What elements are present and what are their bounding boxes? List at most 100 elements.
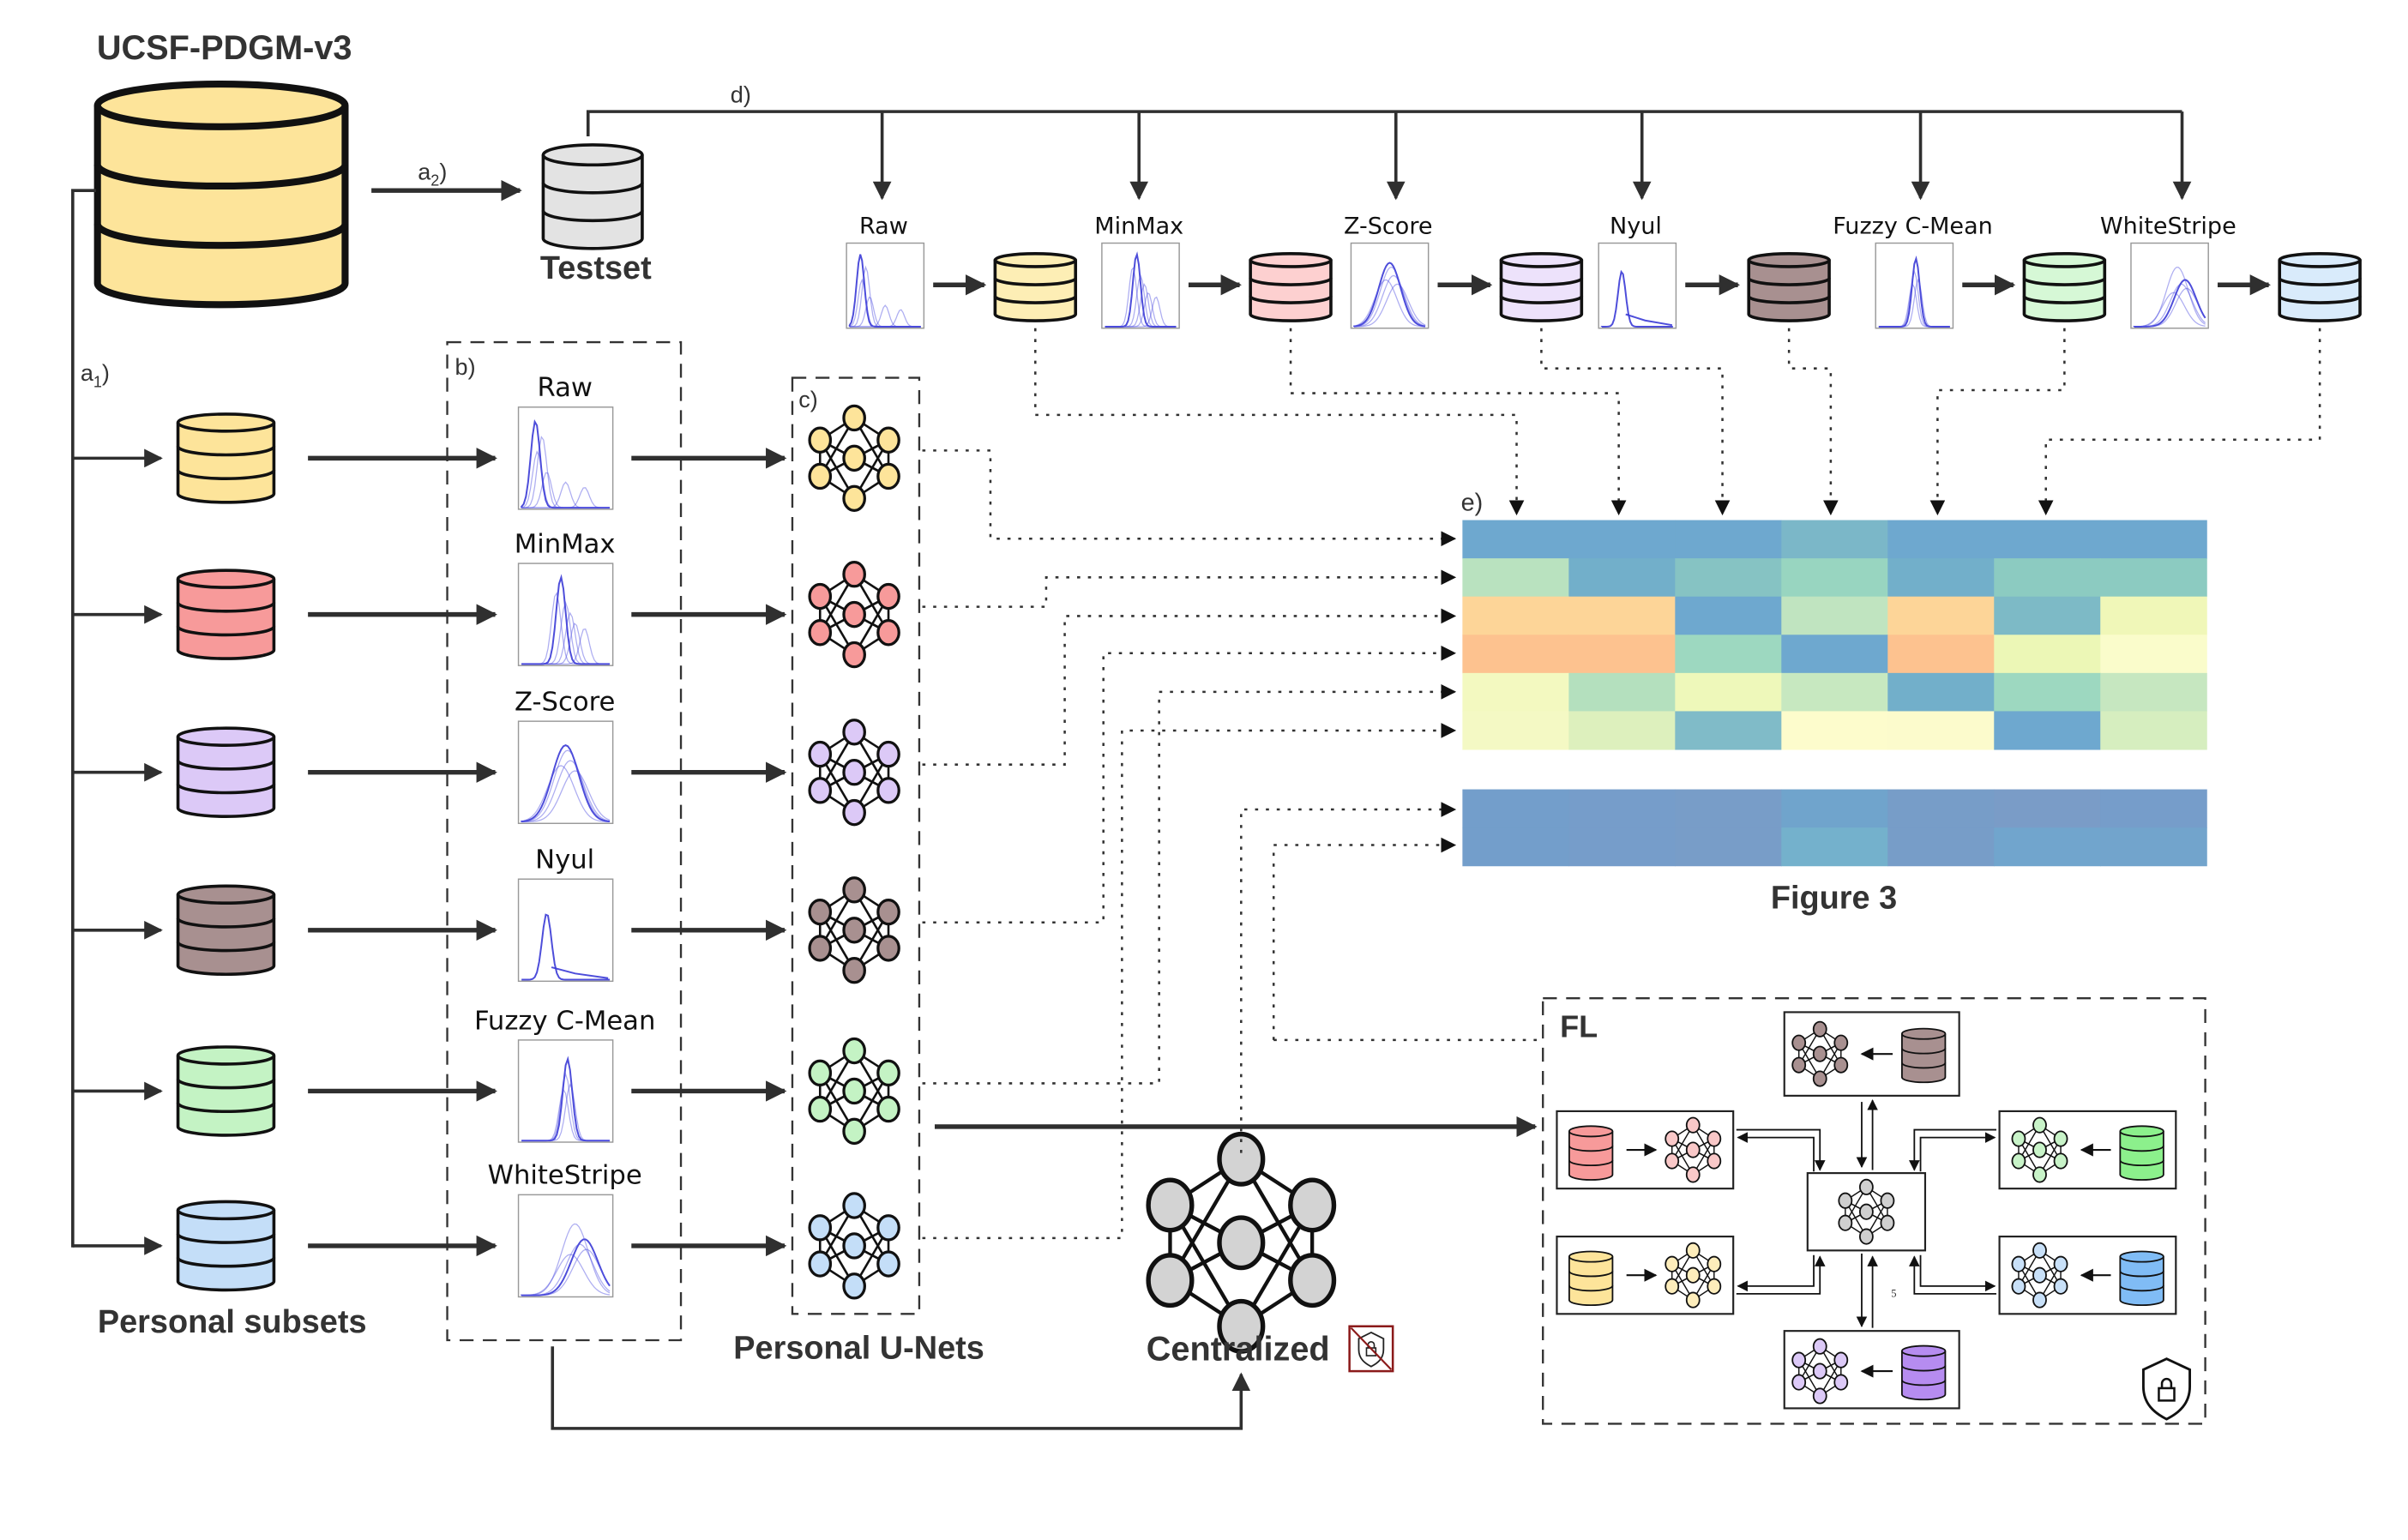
fl-client-network-icon (2011, 1116, 2068, 1183)
centralized-label: Centralized (1147, 1330, 1330, 1368)
personal-subset-database-icon (176, 1045, 276, 1137)
heatmap-cell (2100, 827, 2207, 867)
heatmap-cell (1568, 635, 1676, 674)
fl-client-network-icon (1791, 1338, 1849, 1405)
testset-label: Testset (540, 250, 652, 286)
personal-subset-database-icon (176, 568, 276, 660)
normalized-testset-database-icon (993, 251, 1078, 322)
dotted-connector (922, 723, 1457, 1240)
top-method-label: Nyul (1610, 214, 1662, 240)
fl-exchange-arrow (1736, 1255, 1826, 1295)
heatmap-cell (1675, 558, 1782, 598)
intensity-histogram-thumbnail (2130, 242, 2209, 329)
top-method-label: Raw (859, 214, 908, 240)
heatmap-cell (1781, 711, 1888, 750)
shield-lock-icon (2141, 1357, 2191, 1421)
dotted-connector (922, 449, 1457, 547)
normalized-testset-database-icon (2278, 251, 2362, 322)
heatmap-cell (1994, 711, 2101, 750)
intensity-histogram-thumbnail (1875, 242, 1954, 329)
heatmap-cell (1887, 635, 1995, 674)
fl-client-network-icon (1791, 1020, 1849, 1087)
heatmap-cell (1994, 827, 2101, 867)
centralized-unet-icon (1146, 1131, 1337, 1354)
normalized-testset-database-icon (1499, 251, 1584, 322)
personal-unet-icon (808, 561, 900, 669)
heatmap-cell (2100, 558, 2207, 598)
heatmap-cell (1462, 789, 1569, 828)
fl-client-database-icon (1900, 1344, 1947, 1401)
a1-trunk-line (71, 189, 96, 1248)
heatmap-central-fl (1462, 789, 2207, 867)
personal-subset-database-icon (176, 1200, 276, 1292)
heatmap-cell (1462, 635, 1569, 674)
personal-unet-icon (808, 1037, 900, 1146)
heatmap-cell (1994, 789, 2101, 828)
heatmap-cell (1781, 596, 1888, 635)
heatmap-cell (1994, 635, 2101, 674)
dotted-connector (1289, 328, 1627, 516)
heatmap-cell (1568, 711, 1676, 750)
intensity-histogram-thumbnail (517, 878, 614, 983)
heatmap-cell (1887, 827, 1995, 867)
normalized-testset-database-icon (1249, 251, 1333, 322)
personal-unet-icon (808, 719, 900, 827)
norm-method-label: WhiteStripe (488, 1161, 642, 1191)
heatmap-cell (1462, 711, 1569, 750)
figure-ref-label: Figure 3 (1771, 881, 1897, 917)
heatmap-cell (1781, 827, 1888, 867)
fl-client-network-icon (1665, 1242, 1722, 1308)
norm-method-label: Raw (537, 373, 593, 403)
fl-exchange-arrow (1919, 1254, 1996, 1292)
dotted-connector (1034, 328, 1525, 516)
heatmap-cell (1887, 596, 1995, 635)
top-method-label: Fuzzy C-Mean (1833, 214, 1993, 240)
intensity-histogram-thumbnail (517, 406, 614, 510)
heatmap-cell (1462, 596, 1569, 635)
fl-server-network-icon (1838, 1178, 1895, 1245)
personal-subset-database-icon (176, 884, 276, 977)
heatmap-cell (2100, 520, 2207, 559)
centralized-network-icon (1146, 1131, 1337, 1354)
heatmap-cell (1994, 596, 2101, 635)
heatmap-cell (1781, 789, 1888, 828)
heatmap-cell (1675, 827, 1782, 867)
heatmap-cell (1781, 558, 1888, 598)
heatmap-cell (1462, 520, 1569, 559)
top-method-label: Z-Score (1344, 214, 1433, 240)
pipeline-row: Fuzzy C-Mean (72, 1006, 900, 1146)
heatmap-cell (1887, 711, 1995, 750)
heatmap-cell (1462, 672, 1569, 712)
heatmap-cell (1994, 672, 2101, 712)
intensity-histogram-thumbnail (846, 242, 925, 329)
dataset-title: UCSF-PDGM-v3 (97, 29, 352, 67)
heatmap-cell (2100, 596, 2207, 635)
norm-method-label: Fuzzy C-Mean (474, 1006, 655, 1036)
heatmap-cell (1781, 520, 1888, 559)
heatmap-cell (2100, 635, 2207, 674)
fl-exchange-arrow (1737, 1132, 1815, 1172)
personal-subset-database-icon (176, 412, 276, 504)
fl-client-network-icon (2011, 1242, 2068, 1308)
personal-subsets-label: Personal subsets (98, 1304, 367, 1340)
dotted-connector (1929, 328, 2066, 516)
top-method-label: WhiteStripe (2100, 214, 2236, 240)
heatmap-personal (1462, 520, 2207, 750)
intensity-histogram-thumbnail (517, 720, 614, 824)
pipeline-row: MinMax (72, 529, 900, 669)
fl-exchange-arrow (1909, 1255, 1996, 1295)
heatmap-cell (1675, 635, 1782, 674)
heatmap-cell (1781, 635, 1888, 674)
fl-exchange-arrow (1736, 1128, 1826, 1171)
c-label: c) (798, 387, 818, 412)
personal-unet-icon (808, 1192, 900, 1300)
fl-client-database-icon (2119, 1125, 2164, 1181)
fl-client-network-icon (1665, 1116, 1722, 1183)
heatmap-cell (1994, 558, 2101, 598)
personal-unet-icon (808, 404, 900, 512)
heatmap-cell (2100, 789, 2207, 828)
heatmap-cell (1568, 789, 1676, 828)
fl-client-database-icon (1568, 1250, 1614, 1307)
unets-box (791, 376, 921, 1315)
heatmap-cell (1568, 827, 1676, 867)
